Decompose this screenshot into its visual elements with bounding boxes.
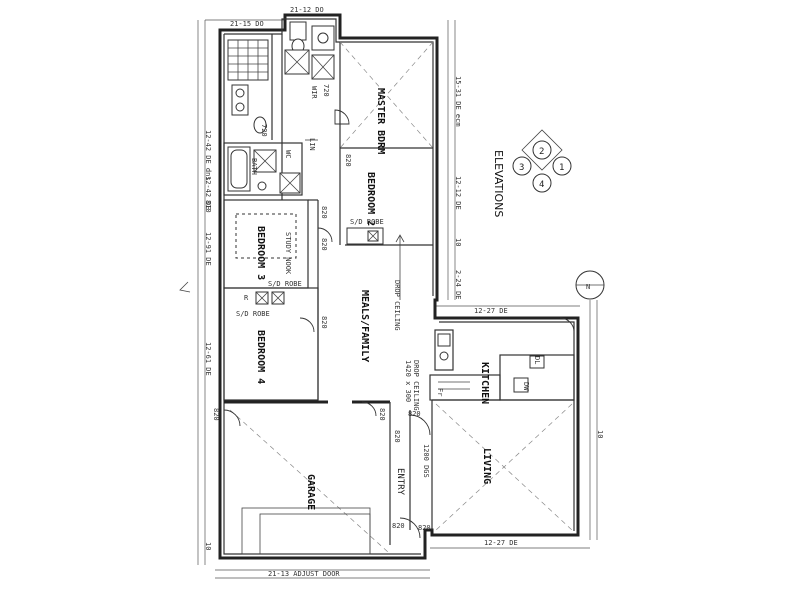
room-master-bedroom: MASTER BDRM — [375, 88, 386, 154]
dim-right-3: 2-24 DE — [454, 270, 462, 300]
room-entry: ENTRY — [395, 468, 405, 496]
elevation-3: 3 — [519, 163, 524, 173]
dim-door-2: 720 — [322, 84, 330, 97]
note-rf: R — [244, 294, 249, 302]
fixtures — [227, 21, 545, 393]
dim-right-2: 12-12 DE — [454, 176, 462, 210]
door-swings — [223, 109, 575, 539]
note-drop-ceiling-2: DROP CEILING — [412, 360, 420, 411]
dim-corner-5: 820 — [320, 316, 328, 329]
north-point: N — [179, 270, 605, 300]
dim-side-10: 10 — [204, 542, 212, 550]
dim-left-2: 12-42 DE — [204, 176, 212, 210]
elevations-title: ELEVATIONS — [492, 150, 505, 217]
dim-door-1: 720 — [260, 124, 268, 137]
north-label: N — [586, 283, 590, 291]
room-garage: GARAGE — [305, 474, 316, 510]
dim-corner-2: 820 — [212, 408, 220, 421]
dim-door-5: 820 — [392, 522, 405, 530]
dim-living-bottom: 12-27 DE — [484, 539, 518, 547]
dim-corner-3: 820 — [320, 206, 328, 219]
dim-corner-7: 820 — [393, 430, 401, 443]
note-drop-ceiling: DROP CEILING — [393, 280, 401, 331]
elevation-4: 4 — [539, 180, 544, 190]
dim-corner-4: 820 — [320, 238, 328, 251]
room-linen: LIN — [308, 138, 316, 151]
dim-side-11: 10 — [454, 238, 462, 246]
dim-top-width: 21-15 DO — [230, 20, 264, 28]
note-robe-2: S/D ROBE — [268, 280, 302, 288]
note-robe-3: S/D ROBE — [236, 310, 270, 318]
room-bedroom-4: BEDROOM 4 — [255, 330, 266, 384]
dim-top-right: 21-12 DO — [290, 6, 324, 14]
drop-ceiling-arrow — [395, 234, 405, 300]
plan-notes: DROP CEILING DROP CEILING 1420 x 300 S/D… — [236, 218, 541, 411]
elevation-2: 2 — [539, 147, 544, 157]
elevation-1: 1 — [559, 163, 564, 173]
room-labels: MASTER BDRM BEDROOM 2 BEDROOM 3 BEDROOM … — [250, 86, 492, 510]
room-bath: BATH — [250, 158, 258, 175]
dimension-lines — [197, 19, 598, 579]
dim-side-12: 10 — [596, 430, 604, 438]
room-wc: WC — [284, 150, 292, 158]
garage-door — [241, 507, 371, 555]
dim-door-4: 820 — [408, 410, 421, 418]
dim-left-3: 12-91 DE — [204, 232, 212, 266]
dim-door-3: 820 — [378, 408, 386, 421]
room-bedroom-3: BEDROOM 3 — [255, 226, 266, 280]
dim-bottom-width: 21-13 ADJUST DOOR — [268, 570, 340, 578]
dim-corner-1: 810 — [204, 200, 212, 213]
note-study: STUDY NOOK — [284, 232, 292, 275]
room-meals-family: MEALS/FAMILY — [359, 290, 370, 362]
elevation-key: ELEVATIONS 2 1 4 3 — [492, 129, 572, 217]
room-kitchen: KITCHEN — [479, 362, 490, 404]
room-living: LIVING — [481, 448, 492, 484]
room-wir: WIR — [310, 86, 318, 99]
dim-door-6: 1200 DGS — [422, 444, 430, 478]
interior-walls — [223, 34, 575, 545]
note-dl: DL — [533, 356, 541, 364]
ceiling-diagonals — [229, 41, 573, 553]
dim-right-1: 15-31 DE ecm — [454, 76, 462, 127]
note-dw: DW — [522, 382, 530, 391]
dim-kitchen-top: 12-27 DE — [474, 307, 508, 315]
dim-entry-door: 820 — [418, 524, 431, 532]
dim-left-4: 12-61 DE — [204, 342, 212, 376]
dim-corner-6: 820 — [344, 154, 352, 167]
dim-left-1: 12-42 DE dns — [204, 130, 212, 181]
note-robe-1: S/D ROBE — [350, 218, 384, 226]
note-kitchen-bulkhead: 1420 x 300 — [404, 360, 412, 402]
room-bedroom-2: BEDROOM 2 — [365, 172, 376, 226]
note-fr: Fr — [436, 388, 444, 396]
dimension-labels: 21-15 DO 21-12 DO 21-13 ADJUST DOOR 12-4… — [204, 6, 604, 578]
